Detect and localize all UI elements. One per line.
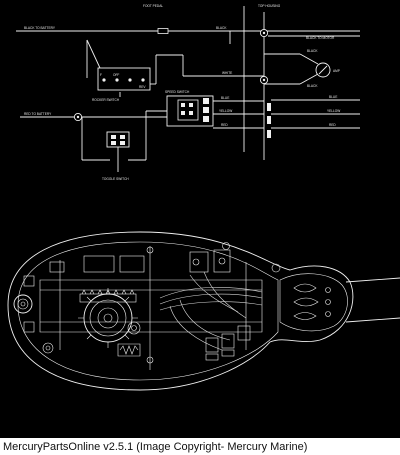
side-clip-top (23, 275, 35, 287)
bolt-lower-left (42, 342, 54, 354)
amp-meter-branch (259, 53, 331, 85)
main-gear (83, 293, 133, 343)
label-blue-right: BLUE (329, 95, 337, 99)
mount-block-left (49, 261, 65, 273)
pedal-housing-inner (17, 241, 279, 381)
label-yellow-left: YELLOW (219, 109, 232, 113)
connector-block (189, 251, 209, 273)
pedal-housing-outline (7, 231, 354, 391)
wiring-and-pedal-diagram: FOOT PEDAL TOP HOUSING BLACK TO BATTERY … (7, 4, 400, 391)
motor-connectors (267, 99, 360, 138)
screw-right (271, 263, 281, 273)
label-black-to-battery: BLACK TO BATTERY (24, 26, 56, 30)
red-battery-lead (20, 112, 167, 160)
diagram-panel: FOOT PEDAL TOP HOUSING BLACK TO BATTERY … (0, 0, 400, 438)
image-caption: MercuryPartsOnline v2.5.1 (Image Copyrig… (3, 441, 308, 453)
bolt-lower-center (146, 356, 154, 364)
spring-housing (117, 343, 141, 357)
cable-shaft (345, 277, 400, 323)
toggle-switch-icon (106, 131, 130, 148)
label-red-right: RED (329, 123, 336, 127)
label-blue-left: BLUE (221, 96, 229, 100)
label-amp: AMP (333, 69, 340, 73)
switch-bracket (83, 255, 115, 273)
speed-switch-block (145, 95, 264, 160)
label-black-to-motor: BLACK TO MOTOR (306, 36, 335, 40)
label-yellow-right: YELLOW (327, 109, 340, 113)
rocker-switch-icon (97, 67, 151, 91)
toggle-switch-block (82, 131, 146, 172)
black-wire-run (16, 12, 360, 160)
schematic-labels: FOOT PEDAL TOP HOUSING BLACK TO BATTERY … (24, 4, 340, 181)
inline-connector (157, 28, 169, 34)
label-speed-switch: SPEED SWITCH (165, 90, 190, 94)
label-sw-rev: REV (139, 85, 146, 89)
label-black-right-1: BLACK (307, 49, 318, 53)
label-sw-mid: OFF (113, 73, 119, 77)
inner-frame (39, 279, 263, 333)
gear-rack (79, 293, 137, 303)
label-black-top: BLACK (216, 26, 227, 30)
label-white: WHITE (222, 71, 232, 75)
cable-boot (279, 273, 348, 332)
foot-pedal-assembly-drawing (7, 231, 400, 391)
label-rocker-switch: ROCKER SWITCH (92, 98, 120, 102)
rocker-switch-block (86, 39, 264, 97)
label-top-housing: TOP HOUSING (258, 4, 281, 8)
label-red-left: RED (221, 123, 228, 127)
wire-harness (159, 287, 263, 299)
label-toggle-switch: TOGGLE SWITCH (102, 177, 129, 181)
gear-mechanism (78, 288, 141, 348)
label-red-to-battery: RED TO BATTERY (24, 112, 52, 116)
lower-connector-1 (205, 337, 219, 353)
label-foot-pedal: FOOT PEDAL (143, 4, 163, 8)
label-sw-fwd: F (100, 73, 102, 77)
side-clip-bottom (23, 321, 35, 333)
screw-top (222, 242, 230, 250)
pedal-pivot (13, 294, 33, 314)
wiring-schematic: FOOT PEDAL TOP HOUSING BLACK TO BATTERY … (16, 4, 360, 181)
label-black-right-2: BLACK (307, 84, 318, 88)
bolt-upper-center (146, 246, 154, 254)
